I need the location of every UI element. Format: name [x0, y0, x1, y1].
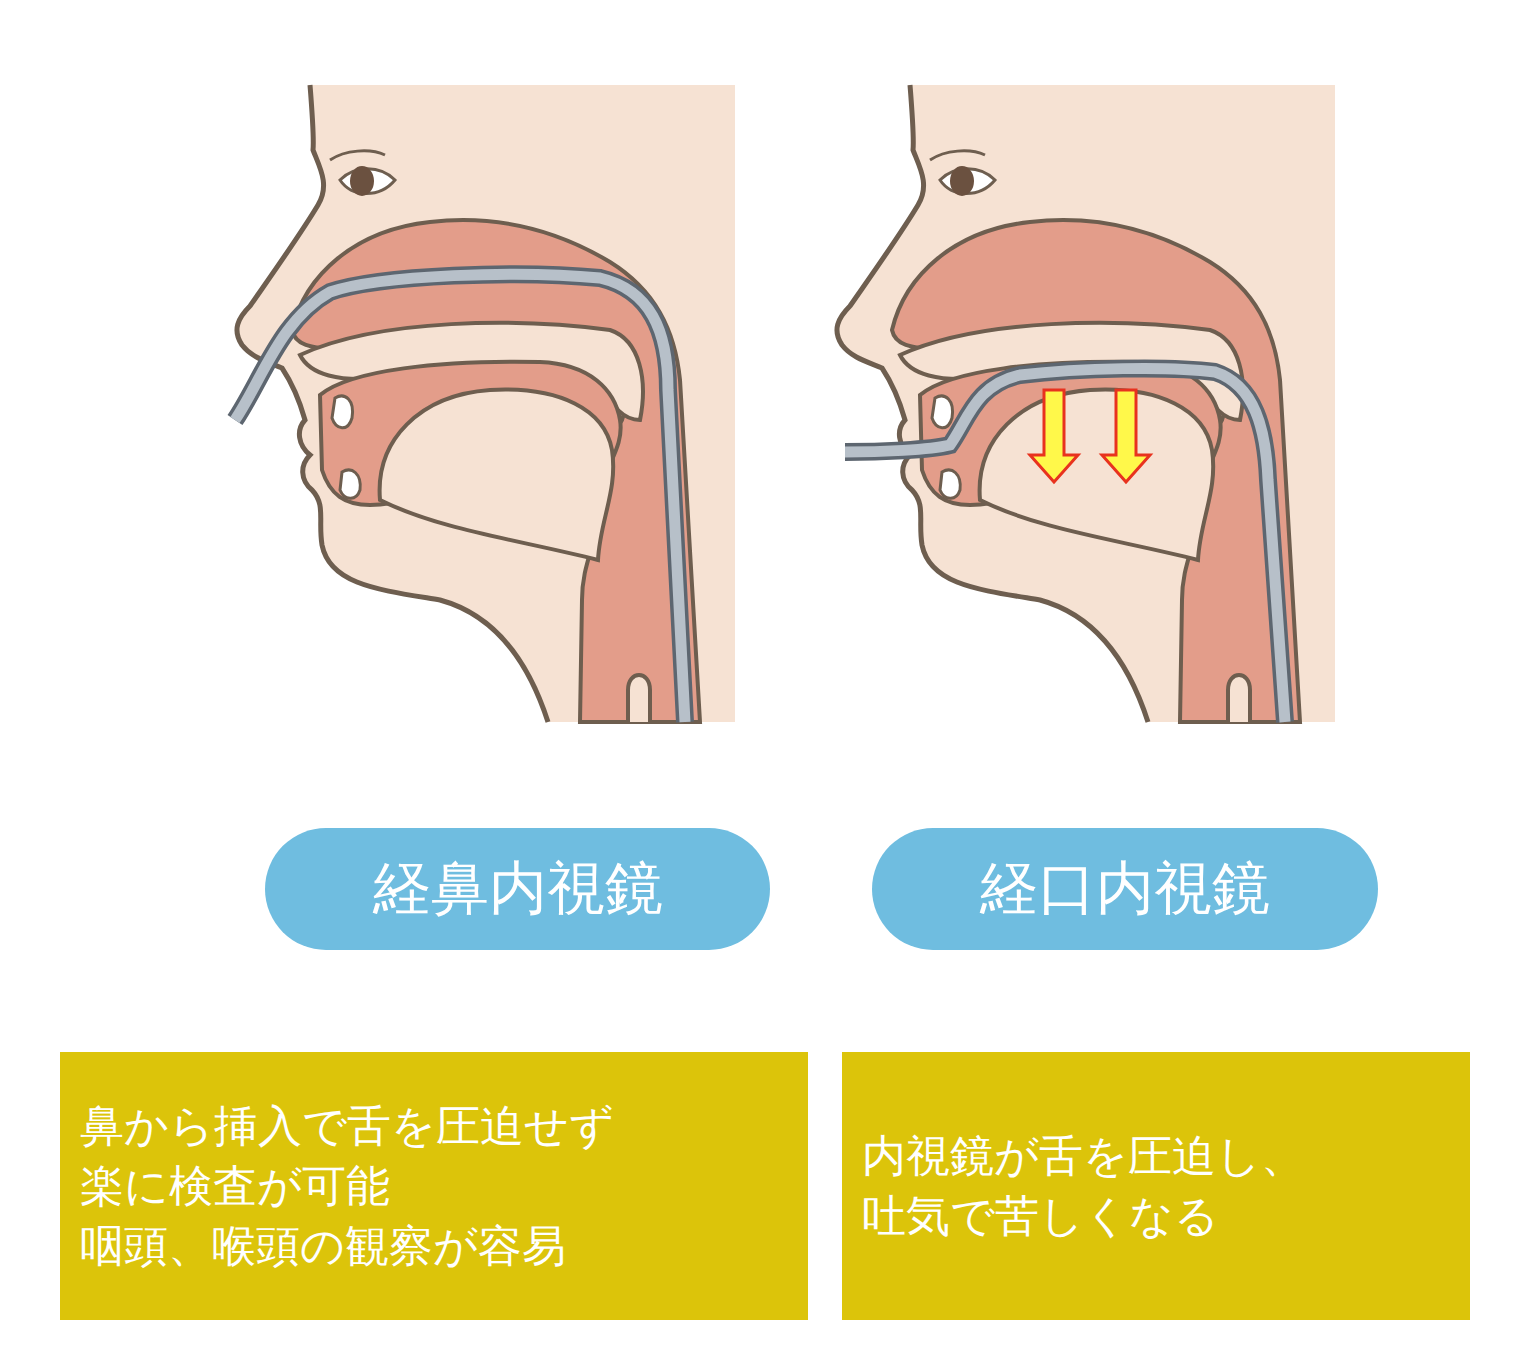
description-text: 内視鏡が舌を圧迫し、 吐気で苦しくなる: [862, 1126, 1450, 1246]
nasal-endoscope-tube: [235, 274, 685, 722]
pressure-arrow: [1030, 390, 1150, 482]
method-name: 経口内視鏡: [980, 857, 1270, 921]
description-text: 鼻から挿入で舌を圧迫せず 楽に検査が可能: [80, 1096, 788, 1216]
oral-endoscope-tube: [845, 368, 1285, 722]
description-box: 内視鏡が舌を圧迫し、 吐気で苦しくなる: [842, 1052, 1470, 1320]
method-label: 経口内視鏡: [872, 828, 1378, 950]
description-box: 鼻から挿入で舌を圧迫せず 楽に検査が可能咽頭、喉頭の観察が容易: [60, 1052, 808, 1320]
description-text: 咽頭、喉頭の観察が容易: [80, 1216, 788, 1276]
method-label: 経鼻内視鏡: [265, 828, 770, 950]
method-name: 経鼻内視鏡: [373, 857, 663, 921]
